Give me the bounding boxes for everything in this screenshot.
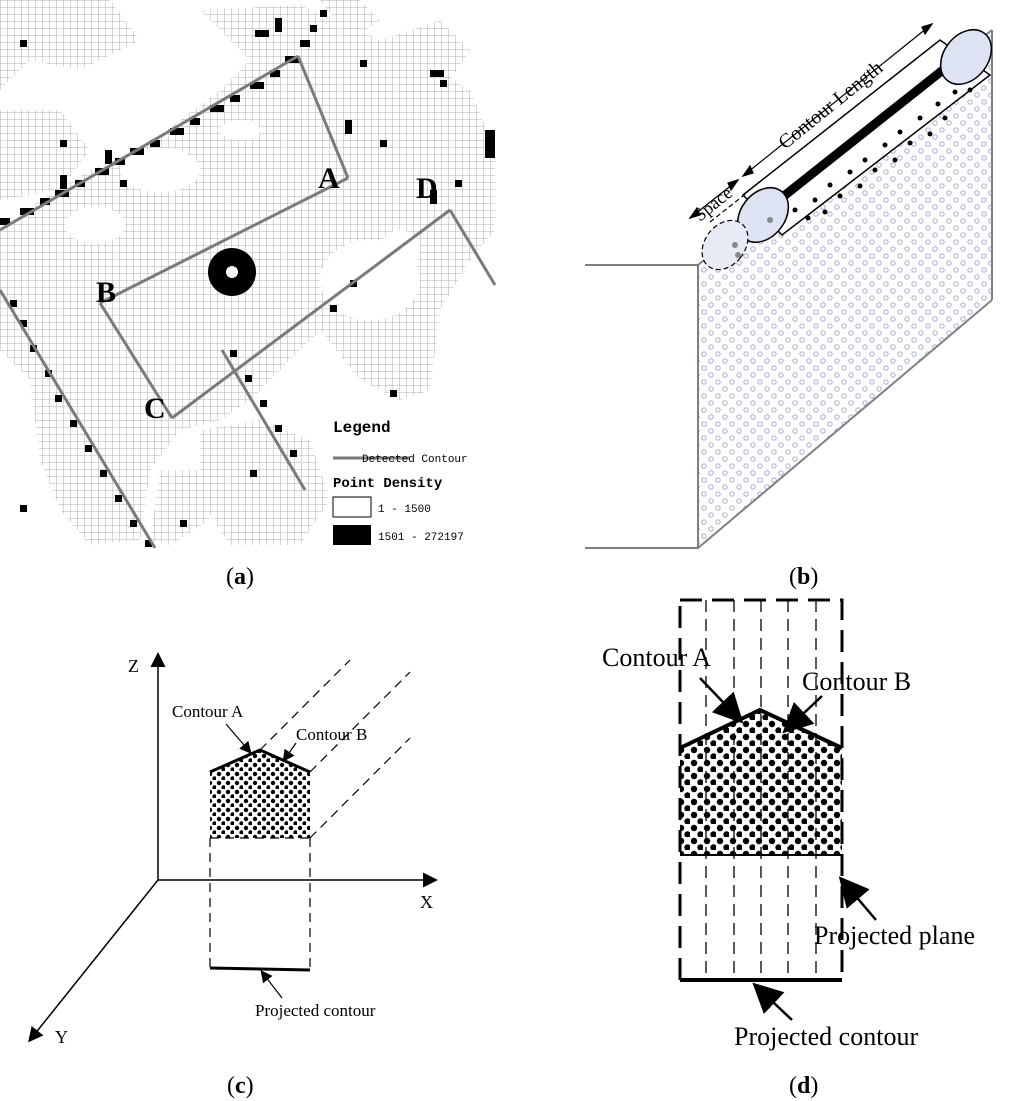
search-cylinder: [701, 29, 993, 271]
contour-b-label: Contour B: [296, 725, 367, 744]
caption-a: (a): [226, 564, 254, 590]
legend-bin-low: 1 - 1500: [378, 504, 431, 516]
projected-contour-label: Projected contour: [734, 1022, 918, 1051]
legend-swatch-low: [332, 496, 372, 518]
panel-b-slope-diagram: Contour Length Space: [585, 22, 993, 549]
dimension-arrows: [688, 22, 934, 220]
contour-a-label: Contour A: [172, 702, 244, 721]
legend-density-title: Point Density: [333, 476, 443, 492]
space-label: Space: [690, 183, 736, 226]
point-label-a: A: [318, 162, 340, 195]
axis-z-label: Z: [128, 656, 139, 676]
point-label-b: B: [96, 276, 116, 309]
contour-a-label: Contour A: [602, 643, 711, 672]
point-label-d: D: [416, 172, 438, 205]
axis-y-label: Y: [55, 1027, 68, 1047]
point-label-c: C: [144, 392, 166, 425]
legend-title: Legend: [333, 419, 391, 437]
dashed-guides: [209, 659, 411, 968]
point-section: [210, 750, 310, 838]
caption-d: (d): [789, 1073, 819, 1099]
panel-a-density-map: A B C D Legend Detected Contour Point De…: [0, 0, 500, 560]
axes: [28, 652, 438, 1043]
legend-contour-label: Detected Contour: [362, 454, 468, 466]
legend-swatch-high: [333, 525, 371, 545]
axis-x-label: X: [420, 892, 433, 912]
detected-contour-lines: [0, 54, 497, 549]
projected-contour-label: Projected contour: [255, 1001, 376, 1020]
point-section: [680, 710, 842, 855]
legend: Legend Detected Contour Point Density 1 …: [328, 408, 500, 560]
caption-b: (b): [789, 564, 819, 590]
caption-c: (c): [227, 1073, 254, 1099]
slope-face: [698, 30, 992, 548]
projected-plane-label: Projected plane: [814, 921, 975, 950]
projected-contour-line: [209, 966, 311, 972]
panel-d-projection-diagram: Contour A Contour B Projected plane Proj…: [602, 598, 975, 1051]
contour-b-label: Contour B: [802, 667, 911, 696]
legend-bin-high: 1501 - 272197: [378, 532, 464, 544]
panel-c-axes-diagram: Z X Y Contour A Contour B Projected cont…: [28, 652, 438, 1047]
